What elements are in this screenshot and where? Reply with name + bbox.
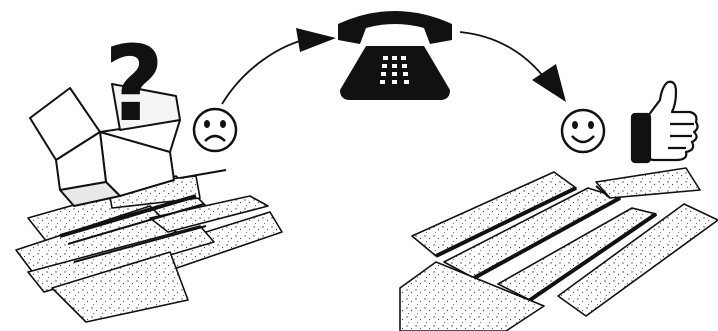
scattered-panels-icon bbox=[16, 170, 282, 322]
telephone-icon bbox=[338, 11, 452, 100]
sad-face-icon bbox=[194, 109, 236, 151]
curved-arrow-icon bbox=[460, 32, 566, 102]
question-mark-icon: ? bbox=[104, 23, 164, 145]
happy-face-icon bbox=[562, 110, 604, 152]
thumbs-up-icon bbox=[632, 82, 698, 162]
arranged-panels-icon bbox=[400, 168, 718, 331]
curved-arrow-icon bbox=[222, 28, 336, 104]
